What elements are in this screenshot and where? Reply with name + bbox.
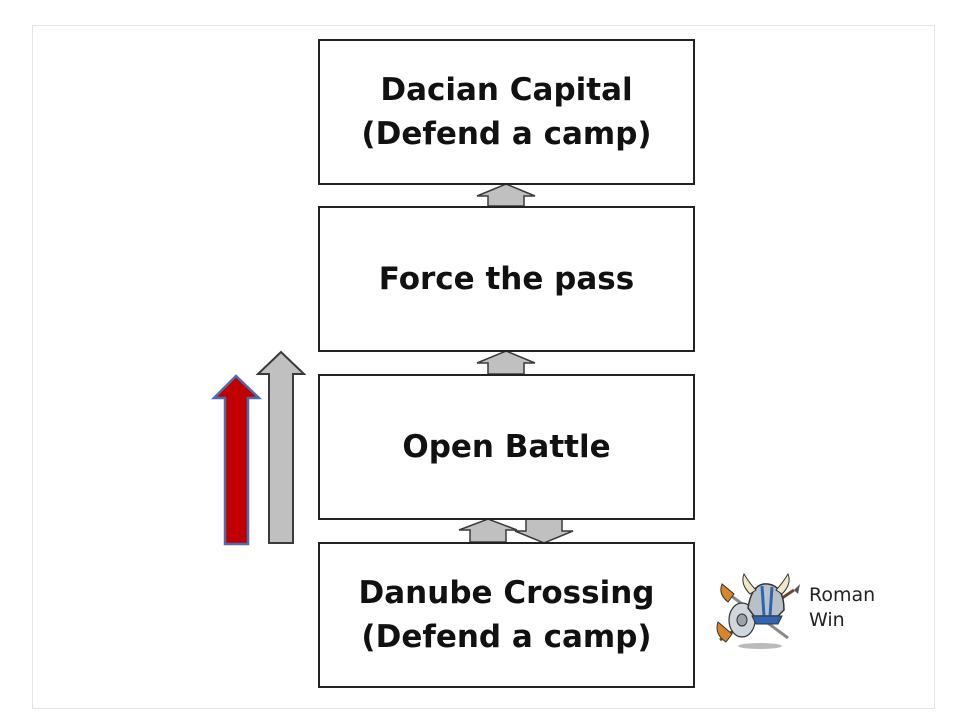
stage-box-danube-crossing: Danube Crossing (Defend a camp) [318, 542, 695, 688]
stage-box-open-battle: Open Battle [318, 374, 695, 520]
stage-subtitle: (Defend a camp) [361, 116, 652, 152]
stage-title: Dacian Capital [380, 71, 633, 108]
red-progress-arrow [210, 374, 263, 546]
up-arrow-battle-danube [458, 518, 518, 543]
stage-title: Force the pass [378, 260, 635, 297]
stage-box-dacian-capital: Dacian Capital (Defend a camp) [318, 39, 695, 185]
legend-line2: Win [809, 609, 845, 631]
legend-roman-win: Roman Win [712, 572, 892, 652]
gray-progress-arrow [255, 350, 307, 544]
down-arrow-battle-danube [514, 518, 574, 544]
stage-title: Open Battle [402, 428, 611, 465]
legend-label: Roman Win [809, 583, 875, 633]
legend-line1: Roman [809, 584, 876, 606]
stage-title: Danube Crossing [358, 574, 655, 611]
stage-box-force-the-pass: Force the pass [318, 206, 695, 352]
stage-subtitle: (Defend a camp) [361, 619, 652, 655]
up-arrow-pass-battle [476, 350, 536, 375]
roman-helmet-weapons-icon [716, 572, 800, 649]
up-arrow-capital-pass [476, 183, 536, 207]
